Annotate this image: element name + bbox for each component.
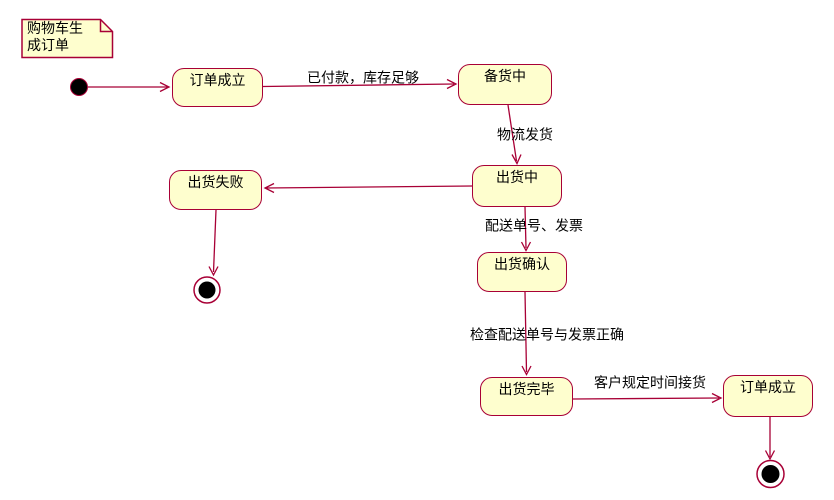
- note-shape: [21, 18, 114, 59]
- arrowhead-down-icon: [521, 365, 532, 376]
- state-label: 出货确认: [494, 257, 550, 273]
- arrowhead-down-icon: [764, 450, 776, 461]
- arrowhead-down-icon: [520, 241, 532, 252]
- arrowhead-right-icon: [446, 78, 458, 90]
- note-line-2: 成订单: [27, 38, 69, 54]
- state-label: 出货中: [496, 170, 538, 186]
- transition-ship-failed-to-final: [208, 209, 219, 277]
- transition-label-paid-stock: 已付款，库存足够: [307, 70, 419, 87]
- transition-ship-confirmed-to-ship-complete: [521, 291, 532, 376]
- state-order-created: 订单成立: [172, 68, 263, 107]
- note-body: [21, 18, 114, 59]
- state-preparing-goods: 备货中: [458, 64, 552, 105]
- arrowhead-right-icon: [711, 392, 723, 404]
- transition-label-logistics-ship: 物流发货: [497, 127, 553, 144]
- state-order-created-final: 订单成立: [723, 375, 813, 417]
- transition-shipping-to-ship-confirmed: [520, 206, 532, 252]
- state-label: 订单成立: [740, 380, 796, 396]
- transition-order-created-to-final: [764, 417, 776, 461]
- state-shipping: 出货中: [472, 165, 562, 207]
- transition-label-delivery-no-invoice: 配送单号、发票: [485, 218, 583, 235]
- final-node-right: [756, 459, 785, 489]
- state-ship-confirmed: 出货确认: [477, 252, 567, 292]
- arrowhead-down-icon: [208, 266, 219, 277]
- initial-node: [70, 78, 88, 96]
- transition-order-created-to-preparing: [262, 78, 458, 90]
- state-ship-failed: 出货失败: [169, 170, 262, 210]
- state-label: 出货完毕: [498, 382, 555, 398]
- transition-shipping-to-ship-failed: [263, 182, 473, 194]
- transition-ship-complete-to-order-created: [572, 392, 723, 404]
- arrowhead-left-icon: [263, 182, 275, 194]
- state-label: 出货失败: [187, 175, 244, 191]
- final-node-left: [193, 276, 221, 304]
- arrowhead-down-icon: [511, 154, 522, 165]
- note-line-1: 购物车生: [27, 21, 83, 37]
- arrowhead-right-icon: [159, 81, 171, 93]
- transition-label-customer-pickup-time: 客户规定时间接货: [594, 375, 706, 392]
- state-label: 订单成立: [189, 73, 246, 89]
- state-ship-complete: 出货完毕: [480, 377, 573, 416]
- transition-label-check-delivery-invoice: 检查配送单号与发票正确: [470, 327, 624, 344]
- state-label: 备货中: [484, 69, 526, 85]
- transition-initial-to-order-created: [88, 81, 171, 93]
- transition-preparing-to-shipping: [507, 104, 522, 165]
- note-text: 购物车生 成订单: [27, 21, 83, 55]
- note-fold-icon: [99, 19, 113, 33]
